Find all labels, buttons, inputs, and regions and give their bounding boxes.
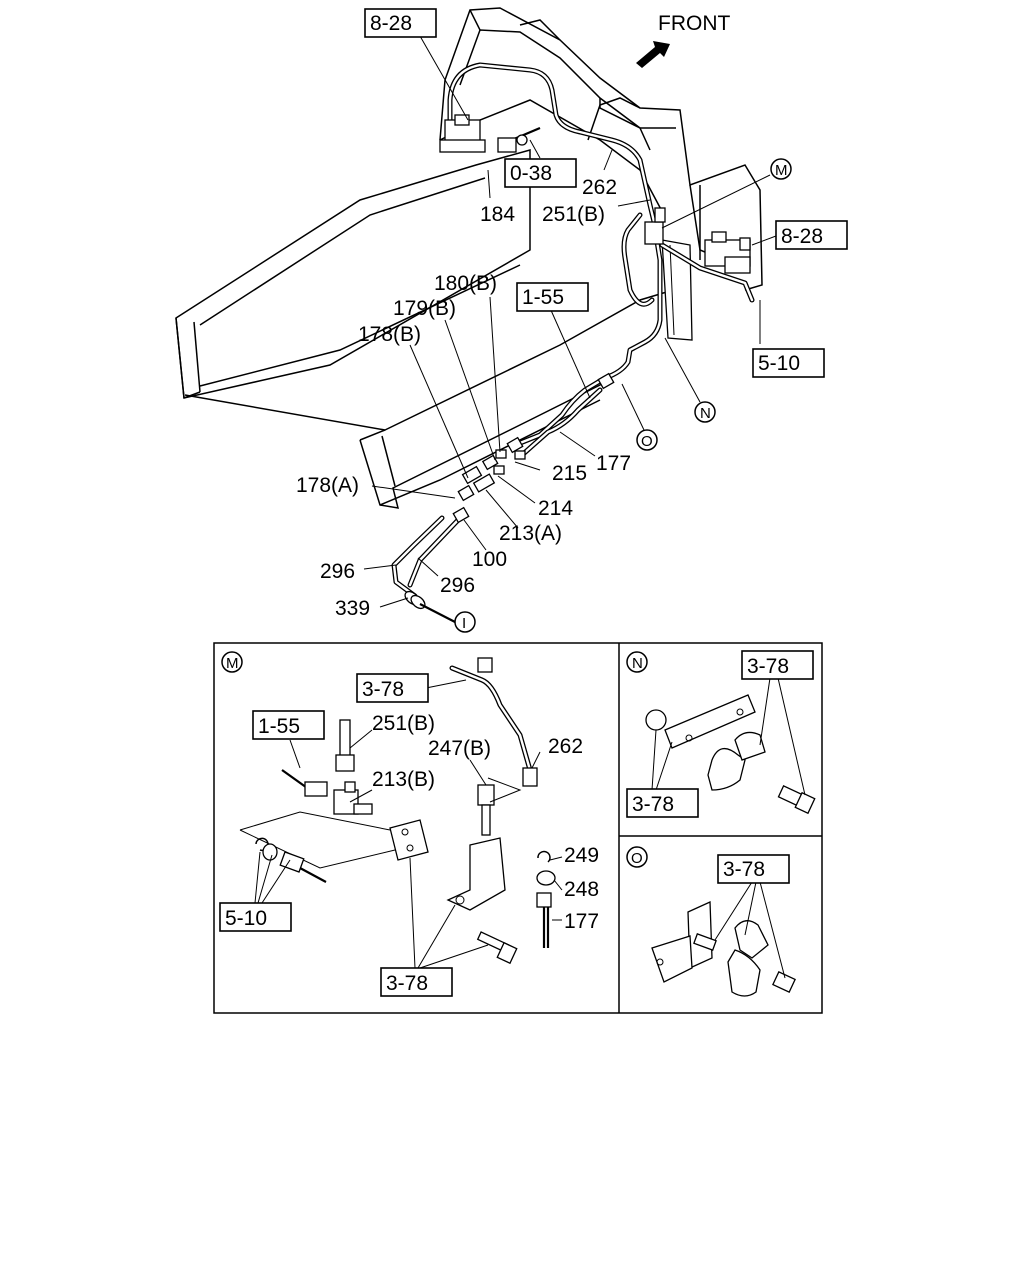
detail-n: N 3-78 3-78 [626, 650, 816, 818]
detail-n-ref-3-78-top: 3-78 [741, 650, 814, 680]
detail-o-ref-3-78-text: 3-78 [723, 858, 765, 881]
detail-m-label-251b: 251(B) [372, 712, 435, 735]
detail-o-marker: O [631, 850, 643, 867]
marker-i-text: I [462, 615, 466, 632]
ref-8-28-right: 8-28 [775, 220, 848, 250]
detail-panels-frame [213, 642, 823, 1014]
detail-n-ref-3-78-bottom-text: 3-78 [632, 793, 674, 816]
detail-m-ref-3-78-bottom: 3-78 [380, 967, 453, 997]
ref-5-10-text: 5-10 [758, 352, 800, 375]
proportioning-valve-top [439, 114, 528, 153]
label-215: 215 [552, 462, 587, 485]
label-339: 339 [335, 597, 370, 620]
marker-i: I [454, 611, 476, 633]
label-296-a: 296 [320, 560, 355, 583]
label-179b: 179(B) [393, 297, 456, 320]
detail-n-ref-3-78-bottom: 3-78 [626, 788, 699, 818]
ref-8-28-top: 8-28 [364, 8, 437, 38]
marker-m: M [770, 158, 792, 180]
detail-m-label-248: 248 [564, 878, 599, 901]
tee-union [644, 207, 666, 245]
detail-m-marker: M [226, 655, 239, 672]
fitting-cluster [452, 372, 615, 524]
detail-m-ref-1-55: 1-55 [252, 710, 325, 740]
marker-n-text: N [700, 405, 711, 422]
ref-0-38: 0-38 [504, 158, 577, 188]
detail-n-ref-3-78-top-text: 3-78 [747, 655, 789, 678]
ref-8-28-right-text: 8-28 [781, 225, 823, 248]
detail-m-label-177: 177 [564, 910, 599, 933]
front-arrow-icon [636, 41, 670, 68]
label-296-b: 296 [440, 574, 475, 597]
detail-n-marker: N [632, 655, 643, 672]
detail-m-ref-3-78-bottom-text: 3-78 [386, 972, 428, 995]
frame-side-rail [175, 149, 531, 399]
label-214: 214 [538, 497, 573, 520]
mounting-plate [661, 239, 693, 341]
label-262: 262 [582, 176, 617, 199]
ref-5-10: 5-10 [752, 348, 825, 378]
detail-m-label-249: 249 [564, 844, 599, 867]
detail-m-label-262: 262 [548, 735, 583, 758]
label-213a: 213(A) [499, 522, 562, 545]
detail-m-label-213b: 213(B) [372, 768, 435, 791]
detail-m-ref-3-78-top-text: 3-78 [362, 678, 404, 701]
grommet-339 [404, 590, 456, 623]
detail-o: O 3-78 [626, 846, 796, 997]
main-view: FRONT [175, 7, 848, 633]
detail-m-ref-5-10-text: 5-10 [225, 907, 267, 930]
marker-n: N [694, 401, 716, 423]
detail-m-ref-1-55-text: 1-55 [258, 715, 300, 738]
detail-m-ref-5-10: 5-10 [219, 902, 292, 932]
detail-o-ref-3-78: 3-78 [717, 854, 790, 884]
ref-0-38-text: 0-38 [510, 162, 552, 185]
label-177: 177 [596, 452, 631, 475]
leader-lines [363, 35, 777, 608]
label-178b: 178(B) [358, 323, 421, 346]
front-label: FRONT [658, 12, 730, 35]
ref-8-28-top-text: 8-28 [370, 12, 412, 35]
ref-1-55: 1-55 [516, 282, 589, 312]
marker-o: O [636, 429, 658, 451]
detail-m-ref-3-78-top: 3-78 [356, 673, 429, 703]
label-251b: 251(B) [542, 203, 605, 226]
marker-o-text: O [641, 433, 653, 450]
ref-1-55-text: 1-55 [522, 286, 564, 309]
label-184: 184 [480, 203, 515, 226]
label-180b: 180(B) [434, 272, 497, 295]
detail-m-label-247b: 247(B) [428, 737, 491, 760]
label-178a: 178(A) [296, 474, 359, 497]
proportioning-valve-right [704, 231, 751, 274]
label-100: 100 [472, 548, 507, 571]
detail-m: M [219, 651, 599, 997]
marker-m-text: M [775, 162, 788, 179]
